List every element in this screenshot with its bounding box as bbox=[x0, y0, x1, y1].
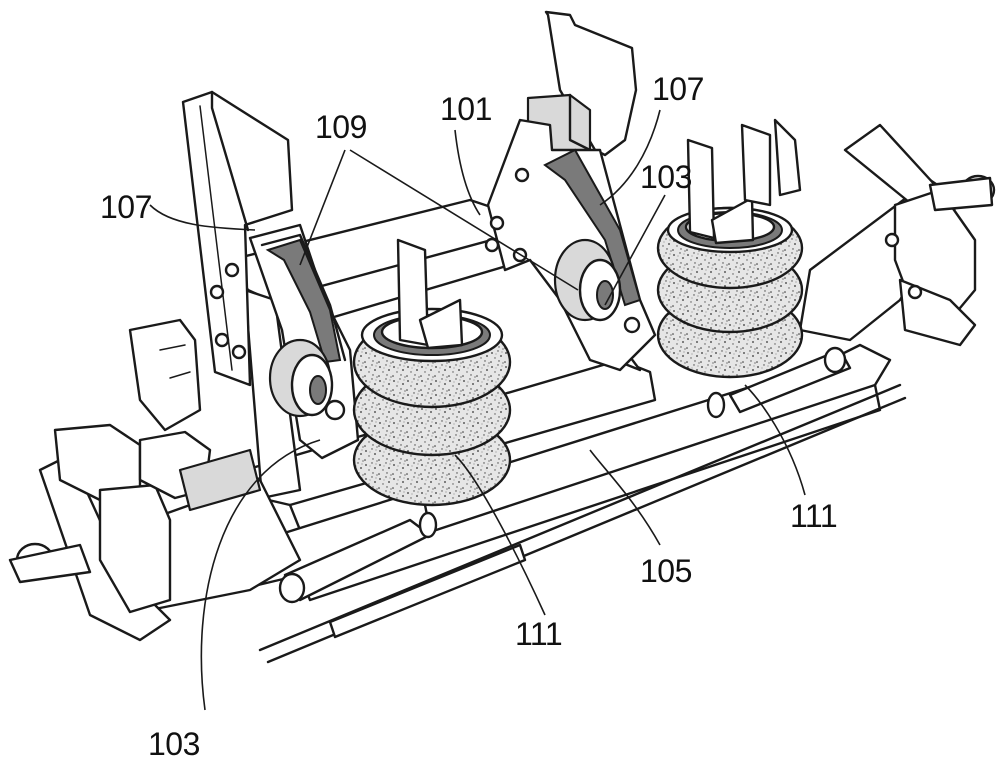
bolt-icon bbox=[209, 284, 225, 300]
leader-101 bbox=[454, 129, 481, 216]
leader-107-right bbox=[599, 109, 661, 206]
leader-103-left bbox=[200, 439, 321, 711]
bolt-icon bbox=[514, 167, 530, 183]
label-101: 101 bbox=[440, 91, 492, 127]
label-103-right: 103 bbox=[640, 159, 692, 195]
reference-numerals: 107 109 101 107 103 111 105 111 103 bbox=[100, 71, 838, 762]
bolt-icon bbox=[484, 237, 500, 253]
leader-109-b bbox=[349, 149, 579, 291]
label-111-right: 111 bbox=[790, 498, 837, 534]
right-wheel-hub bbox=[843, 123, 996, 347]
bolt-icon bbox=[214, 332, 230, 348]
pivot-bolt-icon bbox=[623, 316, 641, 334]
left-lower-bracket bbox=[128, 318, 202, 432]
leader-111-right bbox=[744, 384, 806, 496]
label-109: 109 bbox=[315, 109, 367, 145]
label-111-left: 111 bbox=[515, 616, 562, 652]
label-107-right: 107 bbox=[652, 71, 704, 107]
left-wheel-hub bbox=[8, 423, 262, 642]
leader-103-right bbox=[604, 194, 666, 306]
bushing-109-right bbox=[553, 238, 622, 322]
bolt-icon bbox=[907, 284, 923, 300]
label-105: 105 bbox=[640, 553, 692, 589]
pivot-bolt-icon bbox=[324, 399, 346, 421]
bushing-109-left bbox=[268, 338, 334, 418]
label-103-left: 103 bbox=[148, 726, 200, 762]
bolt-icon bbox=[231, 344, 247, 360]
leader-lines bbox=[149, 109, 806, 711]
air-spring-111-left bbox=[352, 238, 512, 539]
bolt-icon bbox=[884, 232, 900, 248]
label-107-left: 107 bbox=[100, 189, 152, 225]
leader-107-left bbox=[149, 204, 256, 231]
leader-105 bbox=[589, 449, 661, 546]
bracket-107-left bbox=[181, 90, 294, 387]
bolt-icon bbox=[489, 215, 505, 231]
air-spring-111-right bbox=[656, 118, 804, 419]
bolt-icon bbox=[224, 262, 240, 278]
leader-111-left bbox=[454, 454, 546, 616]
leader-109-a bbox=[299, 149, 346, 266]
